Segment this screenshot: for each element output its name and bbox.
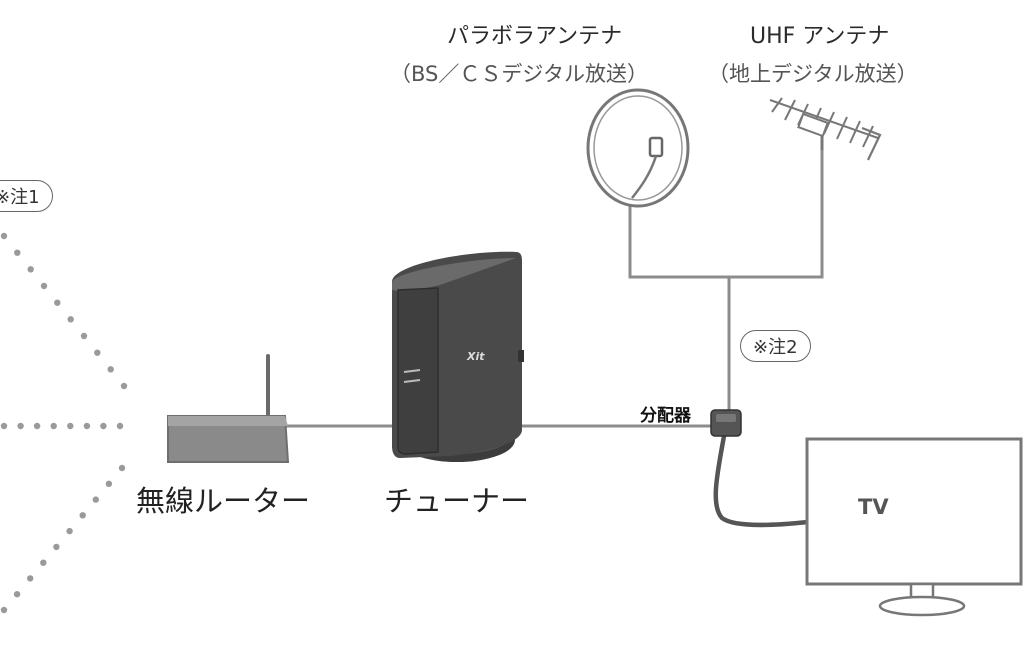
parabola-antenna-subtitle: （BS／ＣＳデジタル放送） [390,62,648,86]
uhf-antenna-subtitle: （地上デジタル放送） [708,62,918,86]
wifi-dot [100,422,107,430]
uhf-antenna-icon [769,97,882,161]
tv-icon [805,437,1023,617]
wifi-dot [54,299,61,306]
tv-label: TV [858,495,889,519]
wifi-dot [120,382,128,390]
wifi-dot [53,543,60,551]
wifi-dot [50,422,57,430]
splitter-to-tv-cable [713,433,811,528]
wifi-dot [0,606,8,614]
wifi-dot [27,575,34,582]
wifi-dot [80,332,88,340]
wifi-dot [14,249,21,256]
wifi-dot [13,591,21,598]
note2-badge: ※注2 [740,330,811,362]
antenna-cables [628,148,824,410]
router-label: 無線ルーター [136,484,311,518]
wifi-dot [40,282,48,290]
tuner-icon [392,251,524,462]
wifi-dot [118,464,126,472]
parabola-cable [628,148,824,279]
wifi-dot [0,232,8,240]
parabola-antenna-title: パラボラアンテナ [447,24,623,49]
wifi-dot [105,480,113,487]
wifi-dots-middle [0,422,124,430]
uhf-antenna-title: UHF アンテナ [750,24,890,49]
wifi-dot [94,349,101,356]
wifi-dot [27,266,34,273]
wifi-dot [116,422,124,430]
parabola-antenna-icon [586,88,690,208]
wifi-dots-upper [0,232,128,390]
wifi-dot [67,422,74,430]
wifi-dot [0,422,8,430]
tuner-label: チューナー [384,484,530,518]
wifi-dot [107,366,114,373]
wifi-dots-lower [0,464,126,614]
splitter-icon [710,409,742,437]
note1-badge: ※注1 [0,180,53,212]
wifi-dot [40,559,47,566]
wifi-dot [92,496,100,503]
wifi-dot [17,422,24,430]
router-icon [167,354,290,463]
wifi-dot [83,422,91,430]
wifi-dot [33,422,41,430]
wifi-dot [79,512,86,519]
splitter-label: 分配器 [640,406,691,426]
wifi-dot [67,316,74,323]
wifi-signal-dots [0,232,128,614]
wifi-dot [66,527,73,535]
tuner-brand-label: Xit [467,350,485,363]
